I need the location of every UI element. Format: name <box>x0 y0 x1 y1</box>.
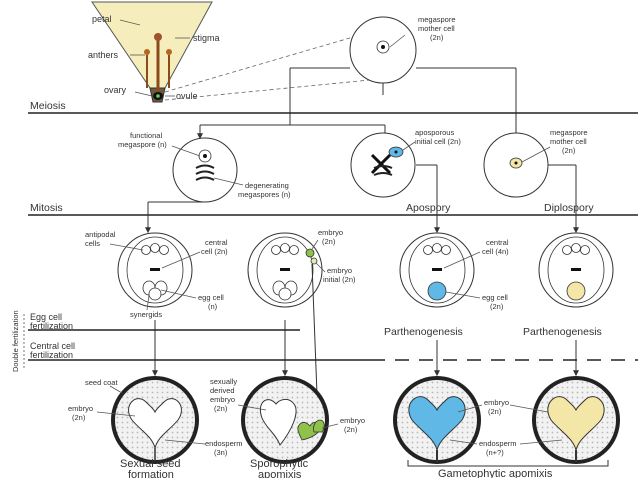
seed-embryo3-label1: embryo <box>484 398 509 407</box>
ovule-label: ovule <box>176 91 198 101</box>
functional-label2: megaspore (n) <box>118 140 167 149</box>
sexual-derived-label1: sexually <box>210 377 237 386</box>
egg2n-label1: egg cell <box>482 293 508 302</box>
embryo-sac-sporophytic <box>247 232 323 308</box>
apospory-label: Apospory <box>406 202 451 214</box>
seed-sexual <box>111 376 199 464</box>
functional-label1: functional <box>130 131 162 140</box>
diplospory-mother-cell <box>483 132 549 198</box>
ovary-label: ovary <box>104 85 127 95</box>
central-fert-label1: Central cell <box>30 341 75 351</box>
caption-sexual-1: Sexual seed <box>120 458 181 470</box>
endosperm3n-label2: (3n) <box>214 448 228 457</box>
petal-label: petal <box>92 14 112 24</box>
endosperm3n-label1: endosperm <box>205 439 243 448</box>
aposporous-initial-cell <box>350 132 416 198</box>
sexual-derived-label4: (2n) <box>214 404 228 413</box>
seed-embryo-label1: embryo <box>68 404 93 413</box>
sexual-derived-label3: embryo <box>210 395 235 404</box>
parthenogenesis-label2: Parthenogenesis <box>523 326 602 338</box>
double-fertilization-label: Double fertilization <box>11 310 20 372</box>
seed-embryo-label2: (2n) <box>72 413 86 422</box>
central-label2: cell (2n) <box>201 247 228 256</box>
degenerating-label2: megaspores (n) <box>238 190 291 199</box>
green-embryo-label1: embryo <box>340 416 365 425</box>
sexual-derived-label2: derived <box>210 386 235 395</box>
flower-illustration <box>91 1 213 103</box>
diplo-label2: mother cell <box>550 137 587 146</box>
seed-embryo3-label2: (2n) <box>488 407 502 416</box>
mitosis-label: Mitosis <box>30 202 63 214</box>
anthers-label: anthers <box>88 50 119 60</box>
seedcoat-label: seed coat <box>85 378 118 387</box>
endosperm-label1: endosperm <box>479 439 517 448</box>
caption-gametophytic: Gametophytic apomixis <box>438 468 553 478</box>
stigma-label: stigma <box>193 33 220 43</box>
endosperm-label2: (n+?) <box>486 448 504 457</box>
egg-fert-label1: Egg cell <box>30 312 62 322</box>
degenerating-label1: degenerating <box>245 181 289 190</box>
caption-sporophytic-1: Sporophytic <box>250 458 309 470</box>
embryo-initial-label1: embryo <box>327 266 352 275</box>
synergids-label: synergids <box>130 310 162 319</box>
embryo2n-label2: (2n) <box>322 237 336 246</box>
diplo-label3: (2n) <box>562 146 576 155</box>
aposporous-label1: aposporous <box>415 128 454 137</box>
caption-sexual-2: formation <box>128 469 174 478</box>
egg-fert-label2: fertilization <box>30 321 73 331</box>
seed-apospory <box>393 376 481 464</box>
egg-label1: egg cell <box>198 293 224 302</box>
diplospory-label: Diplospory <box>544 202 594 214</box>
green-embryo-label2: (2n) <box>344 425 358 434</box>
aposporous-label2: initial cell (2n) <box>415 137 461 146</box>
top-cell-ploidy: (2n) <box>430 33 444 42</box>
top-cell-label2: mother cell <box>418 24 455 33</box>
top-cell-label1: megaspore <box>418 15 456 24</box>
egg-label2: (n) <box>208 302 218 311</box>
antipodal-label1: antipodal <box>85 230 116 239</box>
megaspore-mother-cell-top <box>349 16 417 84</box>
central-label1: central <box>205 238 228 247</box>
diplo-label1: megaspore <box>550 128 588 137</box>
antipodal-label2: cells <box>85 239 100 248</box>
embryo-sac-sexual <box>117 232 193 308</box>
embryo-sac-apospory <box>399 232 475 308</box>
parthenogenesis-label1: Parthenogenesis <box>384 326 463 338</box>
central-fert-label2: fertilization <box>30 350 73 360</box>
functional-megaspore-cell <box>172 137 238 203</box>
central4n-label2: cell (4n) <box>482 247 509 256</box>
embryo-initial-label2: initial (2n) <box>323 275 356 284</box>
caption-sporophytic-2: apomixis <box>258 469 302 478</box>
seed-diplospory <box>532 376 620 464</box>
central4n-label1: central <box>486 238 509 247</box>
meiosis-label: Meiosis <box>30 100 66 112</box>
seed-sporophytic <box>241 376 329 464</box>
egg2n-label2: (2n) <box>490 302 504 311</box>
embryo2n-label1: embryo <box>318 228 343 237</box>
embryo-sac-diplospory <box>538 232 614 308</box>
